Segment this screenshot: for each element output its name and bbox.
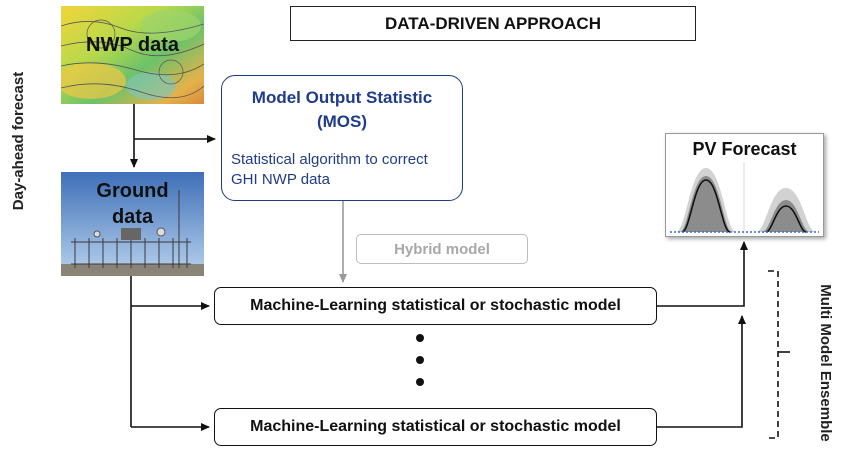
hybrid-model-box: Hybrid model <box>356 234 528 264</box>
arrow-ml2-up <box>657 315 746 428</box>
ground-data-label: Ground data <box>61 178 204 230</box>
nwp-weather-map-image <box>61 6 204 104</box>
pv-forecast-plot-image <box>670 162 819 234</box>
mos-title-line2: (MOS) <box>316 112 368 131</box>
ground-station-photo <box>61 172 204 276</box>
pv-forecast-label: PV Forecast <box>692 139 797 159</box>
ellipsis-dots <box>416 334 428 400</box>
dot <box>416 378 424 386</box>
mos-description-line1: Statistical algorithm to correct <box>231 151 428 168</box>
page-title: DATA-DRIVEN APPROACH <box>290 6 696 41</box>
mos-description-line2: GHI NWP data <box>231 171 330 188</box>
ml-model-box-1: Machine-Learning statistical or stochast… <box>214 287 657 325</box>
mos-box <box>221 75 463 201</box>
nwp-data-label: NWP data <box>86 34 179 56</box>
mos-description: Statistical algorithm to correct GHI NWP… <box>231 150 461 190</box>
ml-model-box-2: Machine-Learning statistical or stochast… <box>214 408 657 446</box>
dot <box>416 356 424 364</box>
ground-data-label-line2: data <box>111 206 154 228</box>
ground-data-label-line1: Ground <box>96 180 169 202</box>
mos-title-line1: Model Output Statistic <box>251 88 433 107</box>
mos-title: Model Output Statistic (MOS) <box>221 86 463 134</box>
ensemble-bracket <box>768 270 779 439</box>
arrow-ml1-to-pv <box>657 241 748 307</box>
dot <box>416 334 424 342</box>
